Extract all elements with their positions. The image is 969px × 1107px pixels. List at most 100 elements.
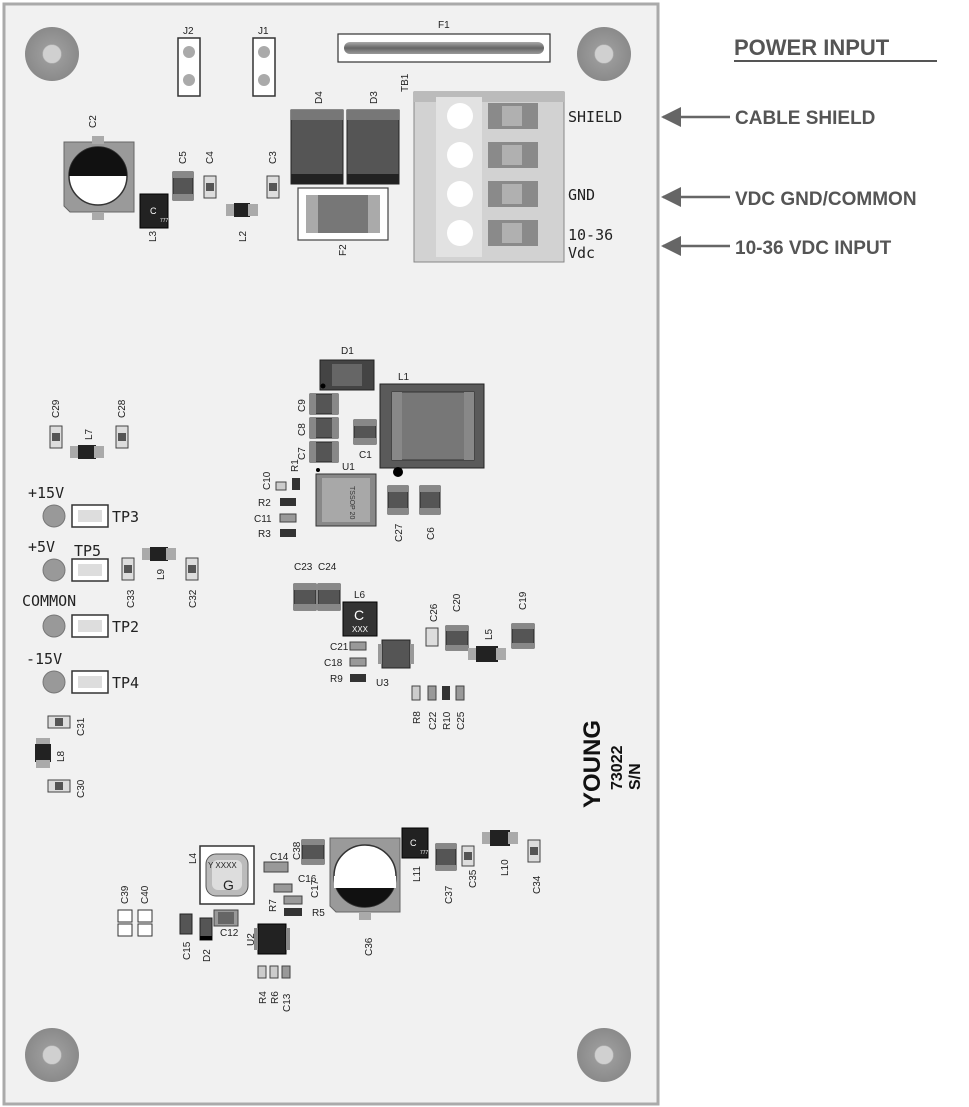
- label-c17: C17: [310, 879, 321, 898]
- label-c40: C40: [140, 885, 151, 904]
- callout-vdc-input: 10-36 VDC INPUT: [735, 238, 892, 259]
- label-l3: L3: [148, 230, 159, 242]
- inductor-l11: C 777 L11: [401, 827, 429, 882]
- capacitor-c7: C7: [297, 441, 339, 463]
- label-c39: C39: [120, 885, 131, 904]
- diode-d2: D2: [199, 917, 213, 962]
- terminal-label-shield: SHIELD: [568, 108, 622, 126]
- label-c5: C5: [178, 151, 189, 164]
- capacitor-c6: C6: [419, 485, 441, 540]
- label-c27: C27: [394, 523, 405, 542]
- tp5-label: TP5: [74, 542, 101, 560]
- mounting-holes: [25, 27, 631, 1082]
- l3-sub-marking: 777: [160, 218, 169, 224]
- test-point-tp4: -15V TP4: [26, 650, 139, 694]
- label-l8: L8: [56, 750, 67, 762]
- capacitor-c1: C1: [353, 419, 377, 461]
- label-c12: C12: [220, 928, 239, 939]
- capacitor-c38: C38: [292, 839, 325, 865]
- capacitor-c12: C12: [213, 909, 239, 939]
- inductor-l8: L8: [35, 738, 67, 768]
- l11-marking: C: [410, 838, 417, 848]
- label-r10: R10: [442, 711, 453, 730]
- label-d1: D1: [341, 346, 354, 357]
- tp5-net-label: +5V: [28, 538, 55, 556]
- capacitor-c2: C2: [63, 115, 135, 220]
- label-r3: R3: [258, 529, 271, 540]
- tp3-net-label: +15V: [28, 484, 64, 502]
- l4-marking: Y XXXX: [208, 861, 237, 870]
- label-d4: D4: [314, 91, 325, 104]
- label-c21: C21: [330, 642, 349, 653]
- label-r6: R6: [270, 991, 281, 1004]
- capacitor-c26: C26: [425, 603, 440, 647]
- label-c35: C35: [468, 869, 479, 888]
- label-c28: C28: [117, 399, 128, 418]
- label-r2: R2: [258, 498, 271, 509]
- fuse-f2: F2: [297, 187, 389, 256]
- label-c33: C33: [126, 589, 137, 608]
- label-c34: C34: [532, 875, 543, 894]
- capacitor-c34: C34: [527, 839, 543, 894]
- capacitor-c32: C32: [185, 557, 199, 608]
- label-r8: R8: [412, 711, 423, 724]
- capacitor-c17: [283, 895, 303, 905]
- capacitor-c19: C19: [511, 591, 535, 649]
- label-d3: D3: [369, 91, 380, 104]
- label-l1: L1: [398, 372, 410, 383]
- ic-u3: U3: [376, 639, 414, 689]
- passive-row-bottom-u2: R4 R6 C13: [257, 965, 293, 1012]
- resistor-r9: [350, 674, 366, 682]
- tp3-label: TP3: [112, 508, 139, 526]
- test-point-tp3: +15V TP3: [28, 484, 139, 528]
- label-c26: C26: [429, 603, 440, 622]
- label-c18: C18: [324, 658, 343, 669]
- callout-vdc-gnd: VDC GND/COMMON: [735, 189, 917, 210]
- label-l6: L6: [354, 590, 366, 601]
- capacitor-c8: C8: [297, 417, 339, 439]
- brand-marking: YOUNG: [579, 720, 606, 808]
- capacitor-c39-c40: C39 C40: [117, 885, 153, 937]
- label-c25: C25: [456, 711, 467, 730]
- label-r9: R9: [330, 674, 343, 685]
- label-c36: C36: [364, 937, 375, 956]
- label-c20: C20: [452, 593, 463, 612]
- capacitor-c27: C27: [387, 485, 409, 542]
- l4-sub-marking: G: [223, 877, 234, 893]
- terminal-block-tb1: TB1: [400, 73, 565, 263]
- test-point-tp5: +5V TP5: [28, 538, 109, 582]
- label-l7: L7: [84, 428, 95, 440]
- label-c6: C6: [426, 527, 437, 540]
- tp2-label: TP2: [112, 618, 139, 636]
- label-c38: C38: [292, 841, 303, 860]
- ic-u2: U2: [246, 923, 290, 955]
- resistor-r3: [280, 529, 296, 537]
- tp4-label: TP4: [112, 674, 139, 692]
- callout-cable-shield: CABLE SHIELD: [735, 108, 875, 129]
- inductor-l1: L1: [379, 372, 485, 477]
- capacitor-c24: C24: [317, 562, 341, 611]
- label-d2: D2: [202, 949, 213, 962]
- diode-d4: D4: [290, 91, 344, 185]
- passive-row-bottom-u3: R8 C22 R10 C25: [411, 685, 467, 730]
- label-c19: C19: [518, 591, 529, 610]
- capacitor-c30: C30: [47, 779, 87, 798]
- label-c4: C4: [205, 151, 216, 164]
- label-c14: C14: [270, 852, 289, 863]
- label-c24: C24: [318, 562, 337, 573]
- label-f2: F2: [338, 244, 349, 256]
- capacitor-c37: C37: [435, 843, 457, 904]
- tp2-net-label: COMMON: [22, 592, 76, 610]
- terminal-label-vin-2: Vdc: [568, 244, 595, 262]
- capacitor-c21: [349, 641, 367, 651]
- label-j2: J2: [183, 26, 194, 37]
- inductor-l4: Y XXXX G L4: [188, 845, 255, 905]
- label-c10: C10: [262, 471, 273, 490]
- label-r7: R7: [268, 899, 279, 912]
- label-c23: C23: [294, 562, 313, 573]
- capacitor-c10: [275, 481, 287, 491]
- l6-marking: C: [354, 607, 364, 623]
- capacitor-c20: C20: [445, 593, 469, 651]
- capacitor-c16: [273, 883, 293, 893]
- label-r5: R5: [312, 908, 325, 919]
